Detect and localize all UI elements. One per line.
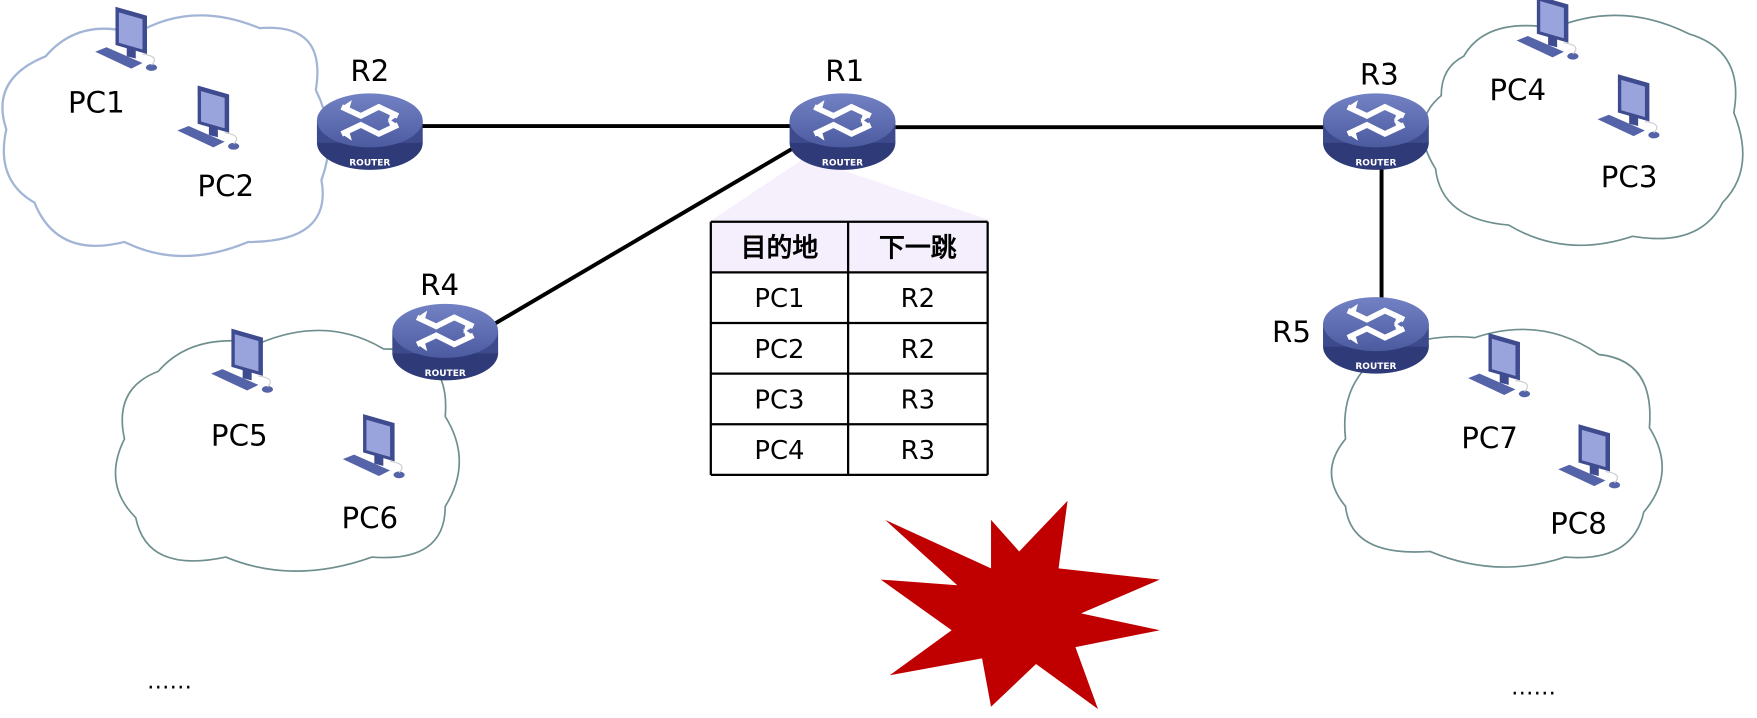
- header-destination: 目的地: [741, 233, 819, 264]
- explosion-burst-shape: [880, 500, 1160, 709]
- router-r5[interactable]: ROUTER R5: [1272, 297, 1429, 374]
- pc-3[interactable]: PC3: [1597, 73, 1661, 194]
- cell-next-hop: R2: [901, 335, 935, 365]
- header-next-hop: 下一跳: [879, 234, 957, 264]
- pc-label: PC3: [1601, 160, 1658, 194]
- cloud-network-pc5-pc6: [114, 329, 461, 572]
- router-r2[interactable]: ROUTER R2: [317, 54, 423, 170]
- pc-label: PC2: [197, 169, 254, 203]
- routing-table-r1: 目的地 下一跳 PC1 R2 PC2 R2 PC3 R3 PC4 R3: [709, 220, 989, 477]
- router-badge: ROUTER: [1355, 158, 1396, 168]
- pc-label: PC4: [1489, 73, 1546, 107]
- cloud-network-pc3-pc4: [1422, 14, 1744, 247]
- pc-label: PC5: [211, 419, 268, 453]
- pc-label: PC6: [341, 501, 398, 535]
- router-label: R3: [1360, 57, 1399, 91]
- pc-8[interactable]: PC8: [1550, 423, 1621, 540]
- cell-destination: PC4: [754, 436, 804, 466]
- cell-destination: PC3: [754, 386, 804, 416]
- router-badge: ROUTER: [1355, 362, 1396, 372]
- router-label: R2: [350, 54, 389, 88]
- cell-next-hop: R3: [901, 386, 935, 416]
- cell-next-hop: R3: [901, 436, 935, 466]
- router-label: R1: [825, 54, 864, 88]
- router-label: R5: [1272, 315, 1311, 349]
- ellipsis-right: ……: [1511, 674, 1556, 700]
- pc-label: PC1: [68, 86, 125, 120]
- pc-7[interactable]: PC7: [1461, 332, 1531, 455]
- router-badge: ROUTER: [822, 158, 863, 168]
- cell-next-hop: R2: [901, 284, 935, 314]
- router-badge: ROUTER: [425, 369, 466, 379]
- router-badge: ROUTER: [349, 158, 390, 168]
- pc-label: PC7: [1461, 421, 1518, 455]
- pc-label: PC8: [1550, 506, 1607, 540]
- cell-destination: PC2: [754, 335, 804, 365]
- pc-5[interactable]: PC5: [210, 328, 274, 453]
- pc-1[interactable]: PC1: [68, 6, 158, 120]
- router-r3[interactable]: ROUTER R3: [1323, 57, 1429, 170]
- pc-2[interactable]: PC2: [176, 84, 254, 203]
- cloud-network-pc7-pc8: [1330, 328, 1663, 568]
- routing-table-callout: [710, 157, 992, 221]
- link-r1-r4: [489, 144, 798, 329]
- cloud-network-pc1-pc2: [1, 14, 330, 258]
- router-r1[interactable]: ROUTER R1: [790, 54, 896, 170]
- pc-4[interactable]: PC4: [1489, 0, 1580, 107]
- cell-destination: PC1: [754, 284, 804, 314]
- ellipsis-left: ……: [147, 669, 192, 695]
- links: [417, 124, 1384, 329]
- router-r4[interactable]: ROUTER R4: [392, 268, 498, 381]
- router-label: R4: [420, 268, 459, 302]
- pc-6[interactable]: PC6: [341, 413, 406, 535]
